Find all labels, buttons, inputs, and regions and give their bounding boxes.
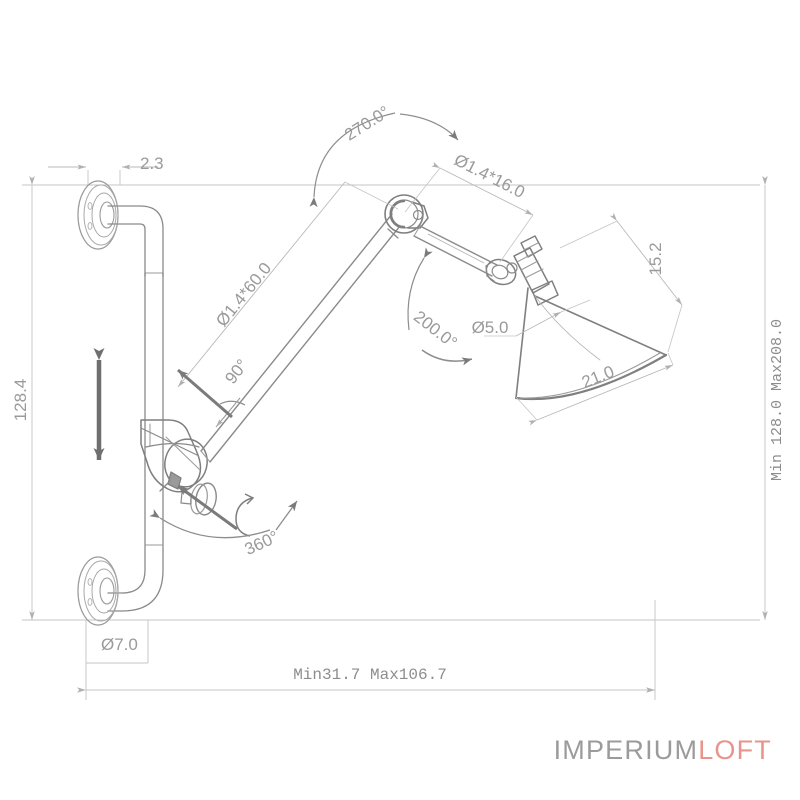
watermark-imperiumloft: IMPERIUMLOFT (554, 735, 772, 766)
dimension-vertical-left: 128.4 (11, 176, 35, 620)
angle-label-90: 90° (221, 356, 252, 388)
watermark-accent-text: LOFT (698, 735, 772, 765)
dimension-plate-thickness: 2.3 (48, 154, 164, 173)
dimension-frame (22, 170, 760, 700)
head-joint (485, 258, 518, 286)
dimension-horizontal-bottom: Min31.7 Max106.7 (77, 666, 655, 693)
angle-label-360: 360° (242, 527, 282, 559)
angle-label-270: 270.0° (341, 102, 393, 144)
callout-lower-arm-spec: Ø1.4*60.0 (177, 181, 399, 388)
callout-socket-diameter: Ø5.0 (472, 299, 591, 337)
lower-arm (200, 213, 401, 463)
dimension-mount-diameter: Ø7.0 (86, 635, 148, 664)
lower-wall-plate (77, 556, 119, 626)
watermark-primary-text: IMPERIUM (553, 735, 699, 765)
angle-label-200: 200.0° (410, 307, 461, 352)
upper-wall-plate (77, 180, 119, 250)
dimension-label-dia-5: Ø5.0 (472, 318, 509, 337)
callout-270-degrees: 270.0° (309, 102, 459, 208)
lower-elbow-tube (107, 544, 164, 612)
callout-200-degrees: 200.0° (407, 247, 473, 366)
dimension-label-2-3: 2.3 (140, 154, 164, 173)
vertical-slide-pole (144, 272, 164, 546)
dimension-vertical-right: Min 128.0 Max208.0 (762, 176, 786, 620)
dimension-label-dia-1-4-60: Ø1.4*60.0 (212, 259, 275, 330)
dimension-label-min-max-height: Min 128.0 Max208.0 (769, 319, 786, 481)
dimension-label-min-max-reach: Min31.7 Max106.7 (293, 666, 447, 684)
upper-arm (413, 225, 498, 277)
dimension-label-dia-1-4-16: Ø1.4*16.0 (451, 150, 528, 202)
motion-rotation-360: 360° (149, 493, 298, 559)
motion-pointer-pole (177, 368, 238, 531)
upper-elbow-tube (107, 205, 164, 277)
dimension-label-15-2: 15.2 (646, 242, 665, 275)
callout-shade-slant: 15.2 (559, 212, 683, 353)
dimension-label-128-4: 128.4 (11, 379, 30, 422)
lamp-socket (513, 235, 559, 306)
tension-knob (180, 482, 217, 516)
lamp-assembly (77, 180, 668, 626)
elbow-joint (384, 194, 429, 239)
dimension-label-dia-7: Ø7.0 (101, 635, 138, 654)
lower-pivot-joint (140, 419, 208, 493)
